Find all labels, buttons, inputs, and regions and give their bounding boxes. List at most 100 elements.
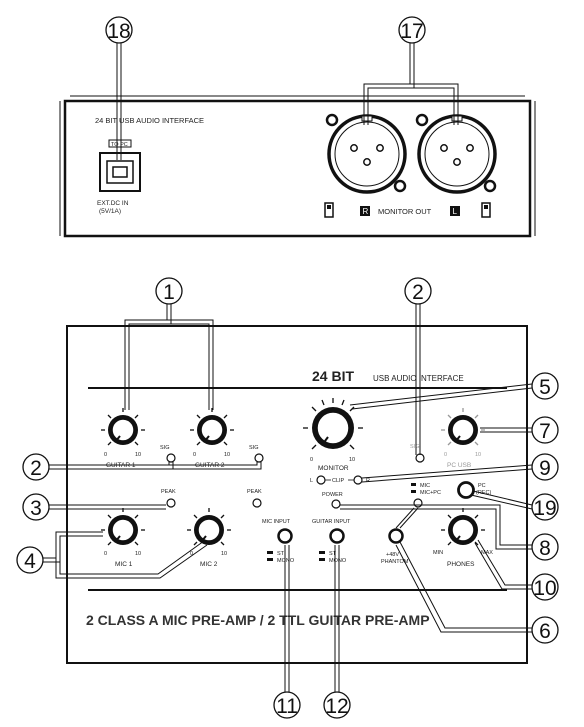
to-pc-label: TO PC bbox=[111, 142, 128, 148]
callout-18: 18 bbox=[105, 16, 133, 160]
callout-12: 12 bbox=[323, 545, 351, 719]
svg-text:2: 2 bbox=[412, 281, 424, 304]
svg-text:12: 12 bbox=[325, 695, 348, 718]
phones-level-knob[interactable] bbox=[441, 508, 485, 546]
guitar-2-gain-knob[interactable] bbox=[190, 408, 234, 446]
pc-usb-label: PC USB bbox=[447, 462, 471, 469]
footer-text: 2 CLASS A MIC PRE-AMP / 2 TTL GUITAR PRE… bbox=[86, 612, 430, 628]
monitor-label: MONITOR bbox=[318, 465, 349, 472]
front-panel-outline bbox=[66, 325, 528, 664]
back-panel-title: 24 BIT USB AUDIO INTERFACE bbox=[95, 116, 204, 125]
mic-2-label: MIC 2 bbox=[200, 561, 218, 568]
svg-text:10: 10 bbox=[135, 551, 141, 557]
clip-label: CLIP bbox=[332, 478, 345, 484]
mic-st-label: ST bbox=[277, 551, 285, 557]
monitor-out-label: MONITOR OUT bbox=[378, 207, 432, 216]
rec-label: (REC) bbox=[476, 490, 491, 496]
svg-text:3: 3 bbox=[30, 497, 42, 520]
mic-mode-label: MIC bbox=[420, 483, 430, 489]
svg-text:18: 18 bbox=[107, 20, 130, 43]
guitar-input-label: GUITAR INPUT bbox=[312, 519, 351, 525]
r-badge-text: R bbox=[363, 207, 369, 216]
guitar-mono-label: MONO bbox=[329, 558, 347, 564]
svg-text:10: 10 bbox=[349, 457, 355, 463]
svg-text:10: 10 bbox=[135, 452, 141, 458]
connector-icon bbox=[481, 202, 491, 218]
clip-l-label: L bbox=[310, 478, 313, 484]
mic-1-gain-knob[interactable] bbox=[101, 508, 145, 546]
pc-usb-sig-led bbox=[415, 453, 425, 463]
callout-8: 8 bbox=[340, 504, 559, 561]
svg-text:0: 0 bbox=[190, 551, 193, 557]
callout-2-left: 2 bbox=[22, 453, 262, 481]
guitar-st-label: ST bbox=[329, 551, 337, 557]
guitar-1-gain-knob[interactable] bbox=[101, 408, 145, 446]
callout-2-top: 2 bbox=[404, 277, 432, 455]
front-title-bold: 24 BIT bbox=[312, 368, 354, 384]
r-badge bbox=[360, 206, 370, 216]
phones-label: PHONES bbox=[447, 561, 475, 568]
peak-label-2: PEAK bbox=[247, 489, 262, 495]
mic-1-peak-led bbox=[166, 498, 176, 508]
svg-text:0: 0 bbox=[104, 551, 107, 557]
xlr-output-right bbox=[325, 113, 407, 194]
svg-text:4: 4 bbox=[24, 550, 36, 573]
l-badge-text: L bbox=[453, 207, 458, 216]
sig-label-1: SIG bbox=[160, 445, 169, 451]
phantom-power-switch[interactable] bbox=[388, 528, 404, 544]
power-led bbox=[331, 499, 341, 509]
ext-dc-label: EXT.DC IN bbox=[97, 200, 129, 207]
clip-r-led bbox=[353, 475, 363, 485]
monitor-mode-switch[interactable] bbox=[413, 498, 423, 508]
mic-2-peak-led bbox=[252, 498, 262, 508]
guitar-input-mode-switch[interactable] bbox=[329, 528, 345, 544]
svg-text:10: 10 bbox=[475, 452, 481, 458]
svg-text:0: 0 bbox=[193, 452, 196, 458]
callout-19: 19 bbox=[470, 490, 559, 521]
svg-text:2: 2 bbox=[30, 457, 42, 480]
l-badge bbox=[450, 206, 460, 216]
mic-2-gain-knob[interactable] bbox=[187, 508, 231, 546]
phantom-48v-label: +48V bbox=[386, 552, 399, 558]
clip-l-led bbox=[316, 475, 326, 485]
svg-text:5: 5 bbox=[539, 376, 551, 399]
pc-label: PC bbox=[478, 483, 486, 489]
callout-4: 4 bbox=[16, 531, 208, 579]
callout-17: 17 bbox=[363, 16, 459, 125]
front-panel: 24 BIT USB AUDIO INTERFACE 2 CLASS A MIC… bbox=[66, 325, 528, 664]
peak-label-1: PEAK bbox=[161, 489, 176, 495]
svg-text:0: 0 bbox=[104, 452, 107, 458]
svg-text:10: 10 bbox=[224, 452, 230, 458]
phantom-label: PHANTOM bbox=[381, 559, 409, 565]
svg-text:9: 9 bbox=[539, 457, 551, 480]
mic-1-label: MIC 1 bbox=[115, 561, 133, 568]
phones-min-label: MIN bbox=[433, 550, 443, 556]
svg-text:11: 11 bbox=[276, 695, 298, 718]
ext-dc-spec: (5V/1A) bbox=[99, 208, 121, 215]
guitar-1-sig-led bbox=[166, 453, 176, 463]
monitor-level-knob[interactable] bbox=[303, 398, 363, 450]
mic-input-mode-switch[interactable] bbox=[277, 528, 293, 544]
mic-pc-mode-label: MIC+PC bbox=[420, 490, 441, 496]
pc-rec-button[interactable] bbox=[457, 481, 475, 499]
callout-10: 10 bbox=[474, 539, 559, 601]
callout-11: 11 bbox=[273, 545, 301, 719]
callout-5: 5 bbox=[349, 372, 559, 410]
svg-text:17: 17 bbox=[400, 20, 423, 43]
pc-usb-level-knob[interactable] bbox=[441, 408, 485, 446]
svg-text:1: 1 bbox=[163, 281, 175, 304]
svg-text:0: 0 bbox=[310, 457, 313, 463]
clip-r-label: R bbox=[366, 478, 370, 484]
connector-icon bbox=[324, 202, 334, 218]
sig-label-usb: SIG bbox=[410, 444, 419, 450]
svg-text:8: 8 bbox=[539, 537, 551, 560]
svg-text:19: 19 bbox=[533, 497, 556, 520]
front-title: USB AUDIO INTERFACE bbox=[373, 374, 464, 383]
callout-7: 7 bbox=[480, 416, 559, 444]
svg-text:10: 10 bbox=[533, 577, 556, 600]
switch-mic-icon bbox=[411, 483, 416, 486]
phones-max-label: MAX bbox=[481, 550, 493, 556]
power-label: POWER bbox=[322, 492, 343, 498]
